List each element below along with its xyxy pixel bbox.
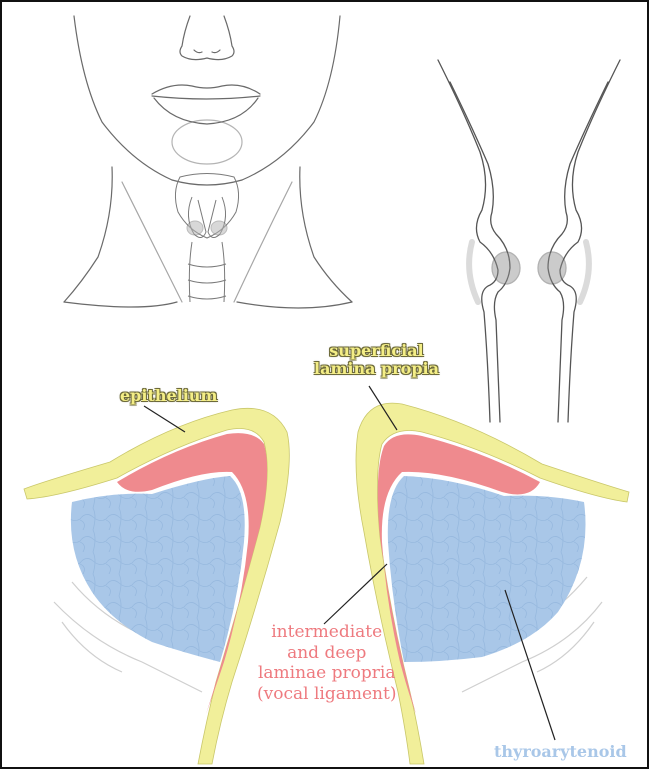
nostril-left bbox=[194, 50, 202, 53]
sternomastoid-left bbox=[122, 182, 182, 302]
upper-lip bbox=[152, 85, 260, 94]
label-intermediate-line-2: and deep bbox=[257, 643, 396, 664]
left-muscle-texture bbox=[71, 476, 245, 662]
coronal-section-sketch bbox=[438, 60, 620, 422]
fold-right bbox=[211, 221, 227, 235]
label-intermediate-line-1: intermediate bbox=[257, 622, 396, 643]
label-thyroarytenoid-text: thyroarytenoid bbox=[494, 742, 627, 761]
coronal-left-inner bbox=[450, 82, 510, 422]
leader-epithelium bbox=[144, 406, 185, 432]
coronal-right-inner bbox=[548, 82, 608, 422]
neck-sketch bbox=[64, 16, 352, 308]
label-intermediate-line-4: (vocal ligament) bbox=[257, 684, 396, 705]
coronal-fold-right bbox=[538, 252, 566, 284]
coronal-right-outer bbox=[560, 60, 620, 422]
trachea-left bbox=[189, 242, 192, 302]
neck-right bbox=[300, 167, 352, 302]
fold-left bbox=[187, 221, 203, 235]
right-muscle-texture bbox=[388, 476, 586, 662]
trachea-ring-3 bbox=[188, 296, 226, 299]
neck-left bbox=[64, 167, 112, 302]
nostril-right bbox=[212, 50, 220, 53]
collar-right bbox=[237, 302, 352, 308]
left-vocal-fold bbox=[24, 408, 289, 764]
coronal-muscle-left bbox=[469, 242, 478, 302]
label-epithelium-text: epithelium bbox=[120, 386, 217, 405]
collar-left bbox=[64, 302, 177, 307]
label-epithelium: epithelium bbox=[120, 387, 217, 405]
label-intermediate-deep-laminae: intermediate and deep laminae propria (v… bbox=[257, 622, 396, 705]
trachea-right bbox=[222, 242, 225, 302]
mouth-line bbox=[152, 96, 260, 99]
label-superficial-line-2: lamina propia bbox=[314, 360, 439, 378]
coronal-left-outer bbox=[438, 60, 498, 422]
jaw-right bbox=[242, 16, 340, 180]
chin-shadow bbox=[172, 120, 242, 164]
trachea-ring-2 bbox=[188, 280, 226, 283]
coronal-fold-left bbox=[492, 252, 520, 284]
right-vocal-fold bbox=[356, 403, 629, 764]
trachea-ring-1 bbox=[188, 264, 226, 267]
nose bbox=[180, 16, 234, 60]
label-superficial-line-1: superficial bbox=[314, 342, 439, 360]
label-thyroarytenoid: thyroarytenoid bbox=[494, 743, 627, 761]
sternomastoid-right bbox=[234, 182, 292, 302]
jaw-left bbox=[74, 16, 172, 180]
chin bbox=[172, 180, 242, 185]
larynx-sketch bbox=[175, 174, 238, 303]
label-intermediate-line-3: laminae propria bbox=[257, 663, 396, 684]
coronal-muscle-right bbox=[580, 242, 589, 302]
label-superficial-lamina-propia: superficial lamina propia bbox=[314, 342, 439, 378]
